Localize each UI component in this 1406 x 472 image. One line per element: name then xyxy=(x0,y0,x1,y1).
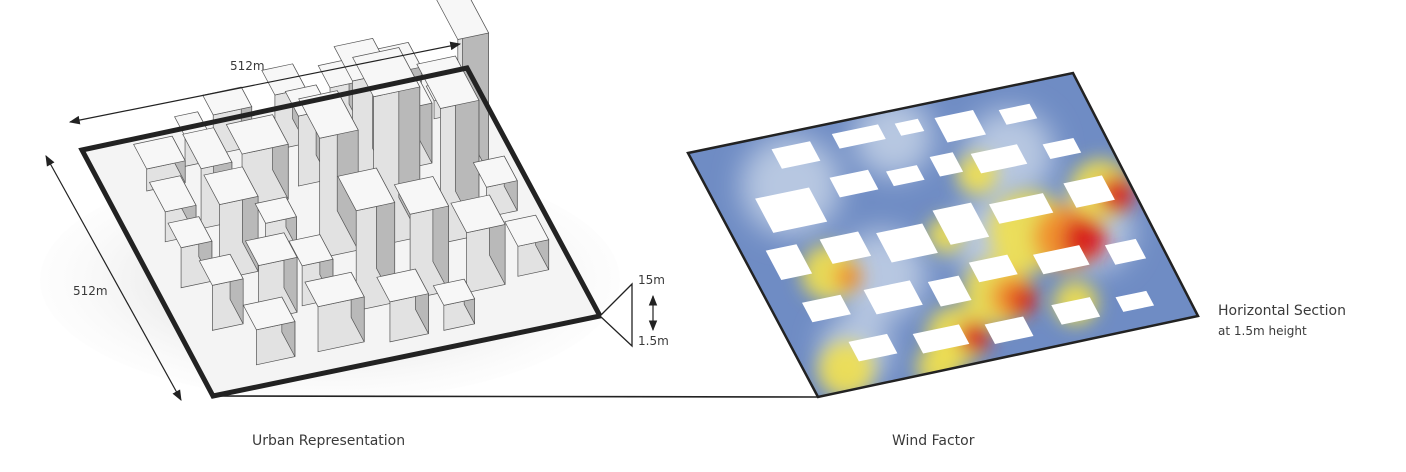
section-subtitle: at 1.5m height xyxy=(1218,324,1307,338)
caption-wind-factor: Wind Factor xyxy=(892,433,975,449)
height-label-top: 15m xyxy=(638,273,665,287)
section-title: Horizontal Section xyxy=(1218,303,1346,319)
caption-urban-representation: Urban Representation xyxy=(252,433,405,449)
dimension-label-left: 512m xyxy=(73,284,108,298)
wind-factor-map xyxy=(688,73,1198,397)
connector-line xyxy=(213,396,818,397)
height-label-bottom: 1.5m xyxy=(638,334,669,348)
urban-model xyxy=(40,0,653,400)
dimension-label-top: 512m xyxy=(230,59,265,73)
